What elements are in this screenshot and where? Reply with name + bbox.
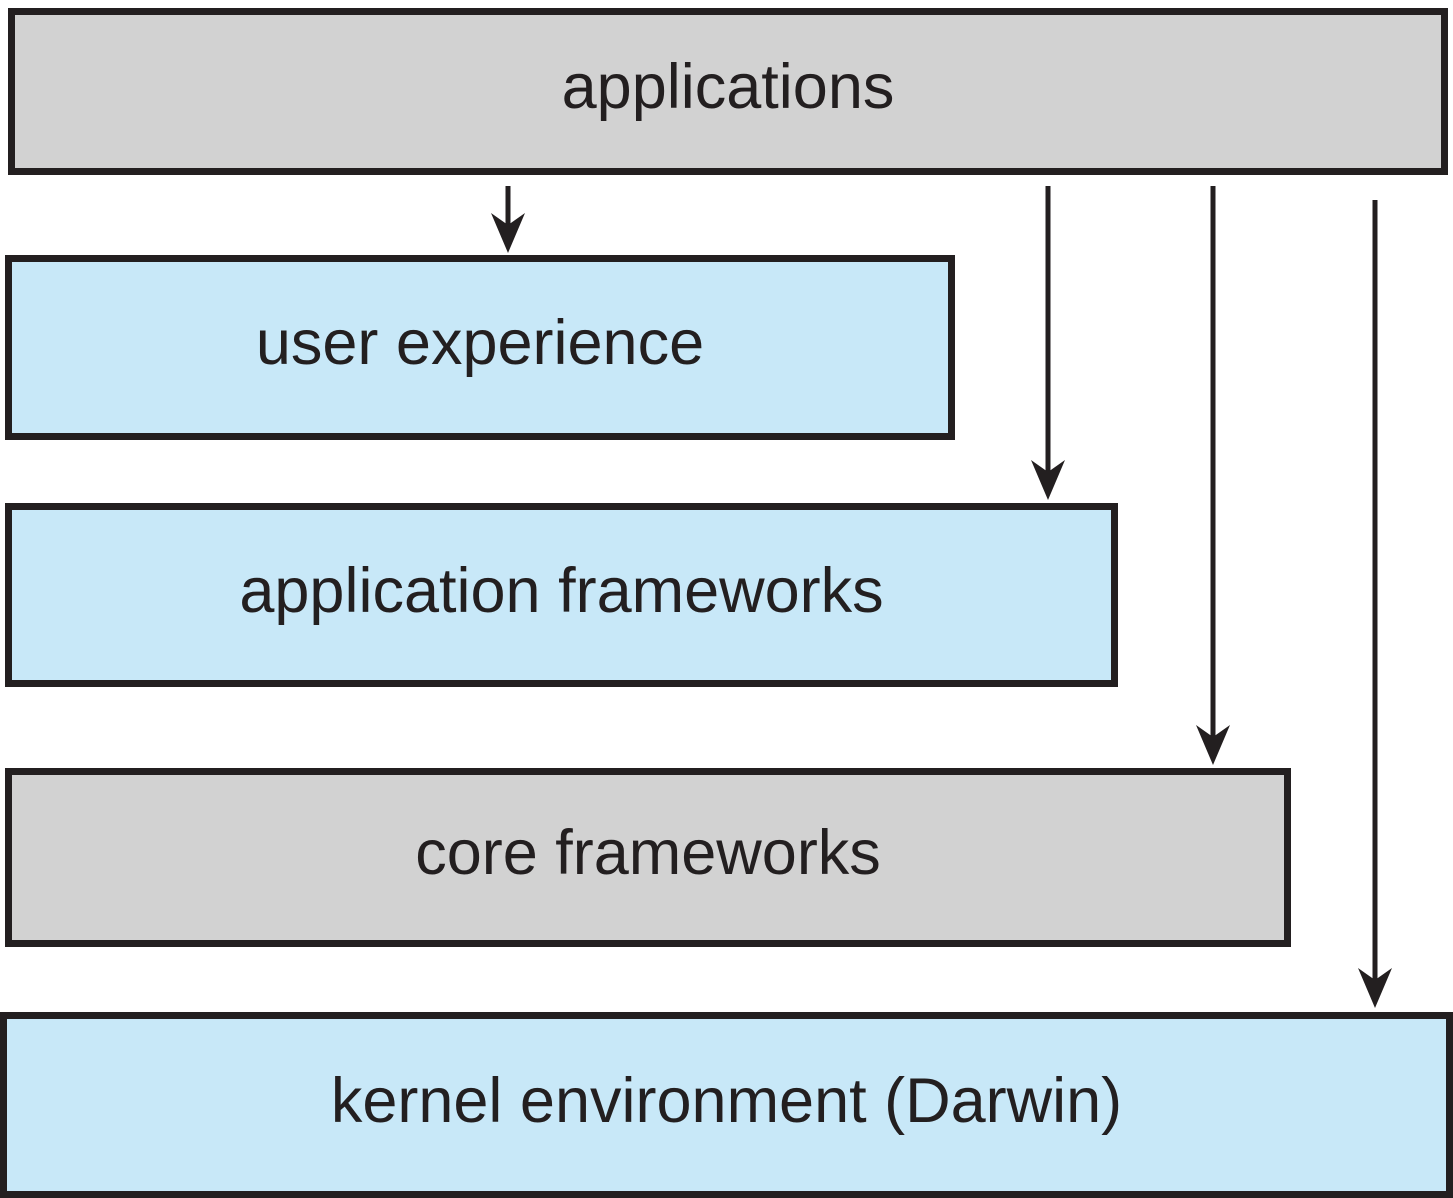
layer-box-kernel-environment: kernel environment (Darwin) (0, 1012, 1453, 1198)
layer-label-kernel-environment: kernel environment (Darwin) (330, 1065, 1123, 1136)
arrow-applications-to-user-experience (491, 186, 525, 253)
layer-label-core-frameworks: core frameworks (415, 818, 881, 888)
arrow-applications-to-kernel-environment (1358, 200, 1392, 1008)
layer-box-core-frameworks: core frameworks (5, 768, 1291, 947)
arrow-applications-to-application-frameworks (1031, 186, 1065, 500)
layer-box-application-frameworks: application frameworks (5, 503, 1118, 687)
layer-label-user-experience: user experience (255, 308, 705, 378)
arrow-applications-to-core-frameworks (1196, 186, 1230, 765)
layer-label-applications: applications (561, 52, 895, 122)
layer-label-application-frameworks: application frameworks (239, 555, 884, 626)
layer-box-user-experience: user experience (5, 255, 955, 440)
layer-box-applications: applications (8, 8, 1448, 175)
